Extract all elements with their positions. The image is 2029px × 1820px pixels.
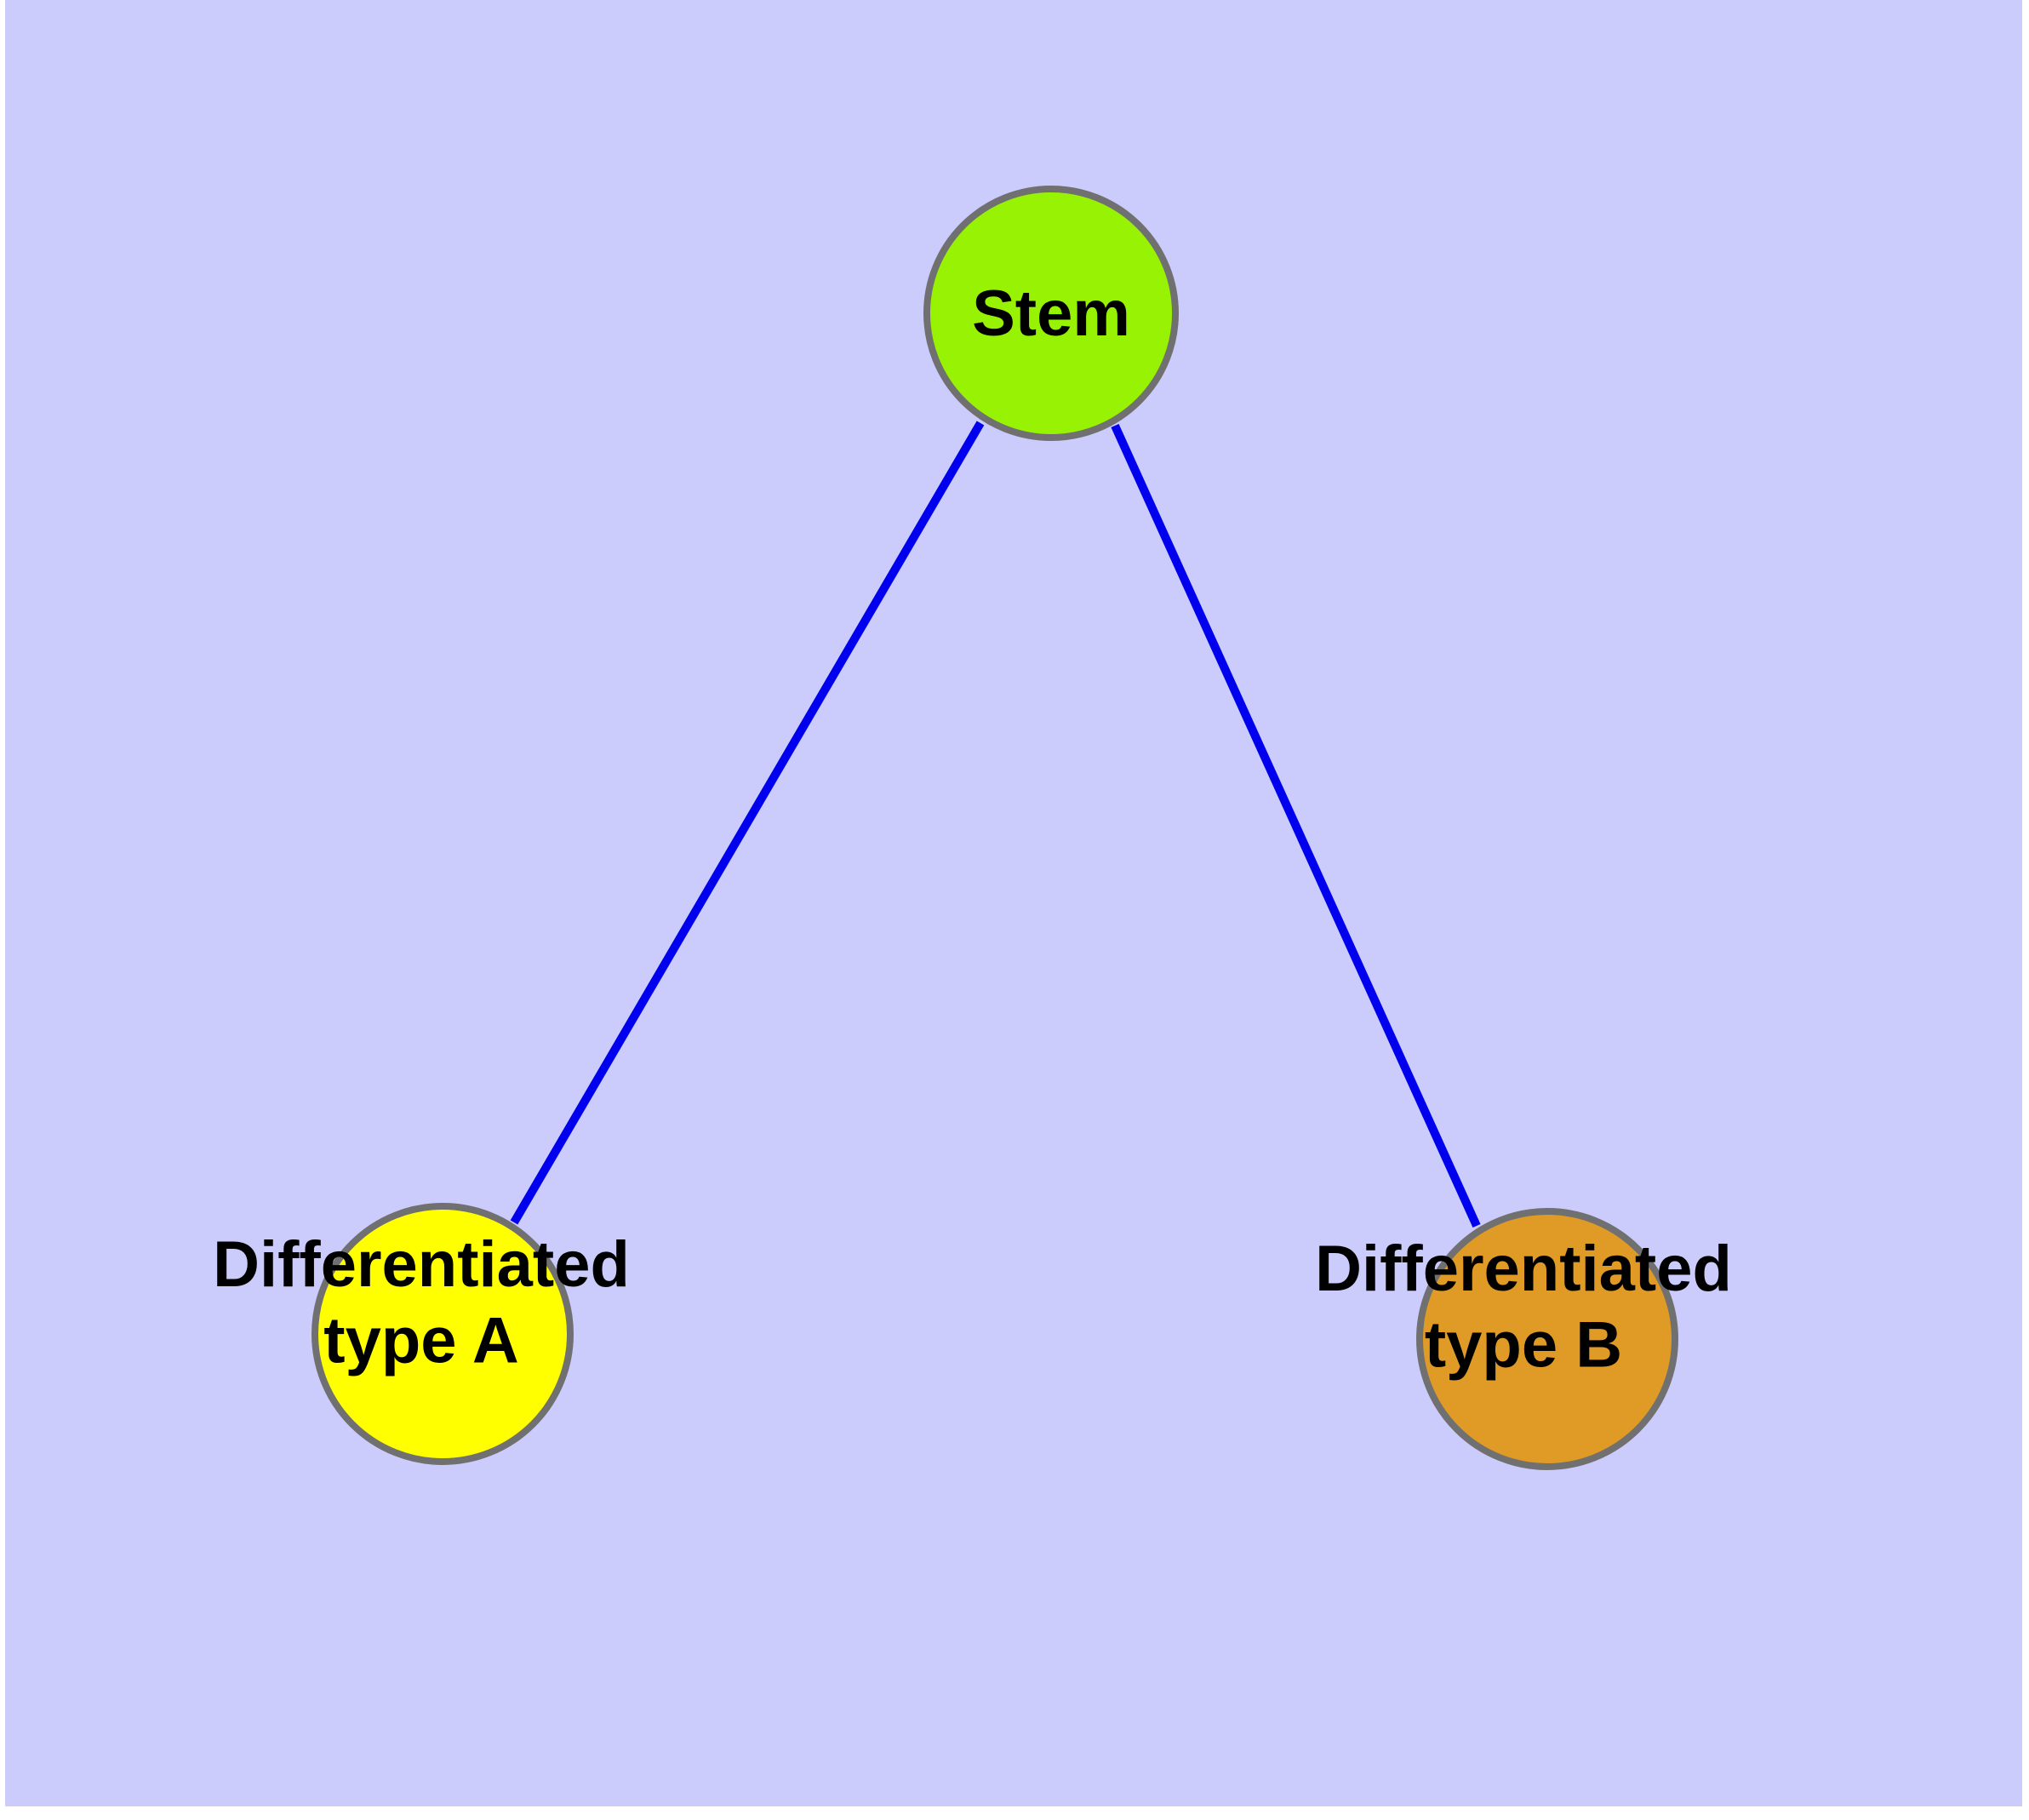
nodes-group bbox=[311, 186, 1678, 1470]
edges-group bbox=[510, 421, 1481, 1228]
node-diff-a-label-line-1: type A bbox=[323, 1305, 518, 1377]
node-diff-b-circle[interactable] bbox=[1416, 1208, 1678, 1470]
edge-stem-to-diff-a[interactable] bbox=[510, 421, 985, 1225]
node-diff-b-label-line-0: Differentiated bbox=[1315, 1233, 1732, 1305]
node-stem-label-line-0: Stem bbox=[972, 278, 1130, 350]
node-stem-label: Stem bbox=[972, 278, 1130, 350]
node-diff-a-circle[interactable] bbox=[311, 1203, 574, 1465]
node-stem-circle[interactable] bbox=[923, 186, 1179, 441]
node-diff-a-label-line-0: Differentiated bbox=[213, 1228, 630, 1301]
node-diff-b-label-line-1: type B bbox=[1425, 1309, 1622, 1382]
edge-stem-to-diff-b[interactable] bbox=[1111, 423, 1481, 1228]
